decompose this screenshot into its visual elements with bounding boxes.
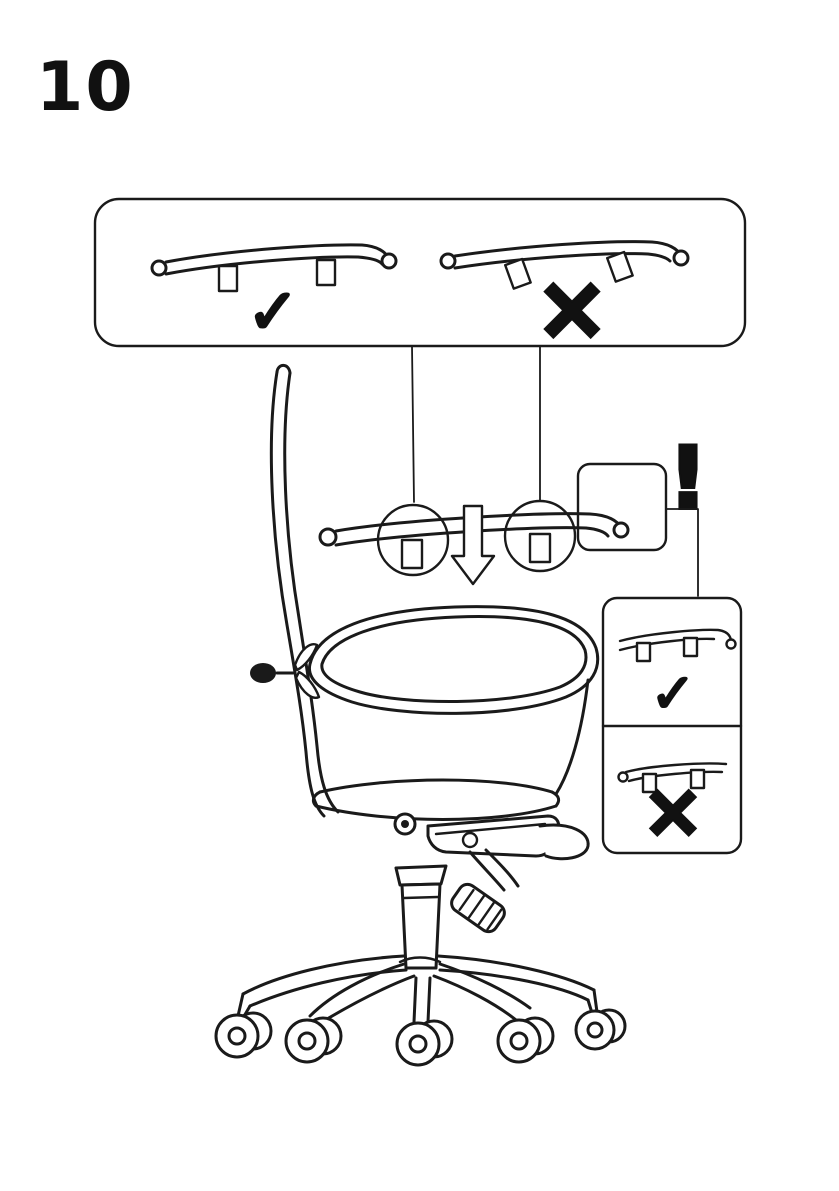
rail-tab (635, 641, 652, 663)
chair-backrest (269, 363, 340, 818)
rail-end-cap (318, 527, 338, 547)
rail-tab-tilted (504, 257, 532, 290)
rail-end-cap (150, 259, 168, 277)
checkmark-icon: ✓ (650, 662, 695, 725)
rail-insertion-illustration (318, 499, 630, 586)
step-number: 10 (36, 48, 135, 127)
cross-icon: × (535, 256, 609, 359)
rail-end-cap (439, 252, 457, 270)
exclamation-icon: ! (668, 429, 707, 529)
callout-connector-line (665, 508, 699, 597)
checkmark-icon: ✓ (247, 275, 299, 348)
chair-illustration (214, 363, 627, 1067)
caster-wheel (284, 1016, 343, 1064)
rail-tab (641, 772, 658, 794)
chair-knob (250, 643, 321, 699)
orientation-detail-panel: ✓ × (601, 596, 743, 856)
leader-line-left (411, 345, 415, 503)
rail-tab-tilted (606, 250, 634, 283)
caster-wheel (214, 1011, 273, 1059)
rail-tab (217, 264, 239, 293)
cross-icon: × (642, 768, 704, 854)
rail-tab (689, 768, 706, 790)
highlight-circle (376, 503, 450, 577)
detail-incorrect-illustration: × (617, 762, 728, 856)
rail-tab (315, 258, 337, 287)
down-arrow-icon (450, 504, 496, 586)
rail-end-cap (725, 638, 737, 650)
chair-gas-cylinder (394, 864, 448, 970)
warning-callout-box (576, 462, 668, 552)
rail-correct-illustration: ✓ (150, 243, 398, 350)
chair-armrest-loop (307, 605, 600, 796)
rail-incorrect-illustration: × (439, 240, 690, 361)
rail-end-cap (380, 252, 398, 270)
rail-end-cap (612, 521, 630, 539)
chair-seat (311, 778, 561, 836)
chair-base (236, 954, 599, 1024)
chair-tilt-mechanism (426, 814, 590, 934)
chair-lever-grip (450, 882, 506, 934)
top-comparison-panel: ✓ × (93, 197, 747, 361)
detail-correct-illustration: ✓ (618, 628, 737, 726)
rail-end-cap (672, 249, 690, 267)
rail-tab (682, 636, 699, 658)
caster-wheel (496, 1016, 555, 1064)
caster-wheel (574, 1008, 627, 1051)
panel-frame (93, 197, 747, 348)
rail-tab (400, 538, 424, 570)
rail-tab (528, 532, 552, 564)
caster-wheel (395, 1019, 454, 1067)
rail-end-cap (617, 771, 629, 783)
chair-casters (214, 1008, 627, 1067)
highlight-circle (503, 499, 577, 573)
